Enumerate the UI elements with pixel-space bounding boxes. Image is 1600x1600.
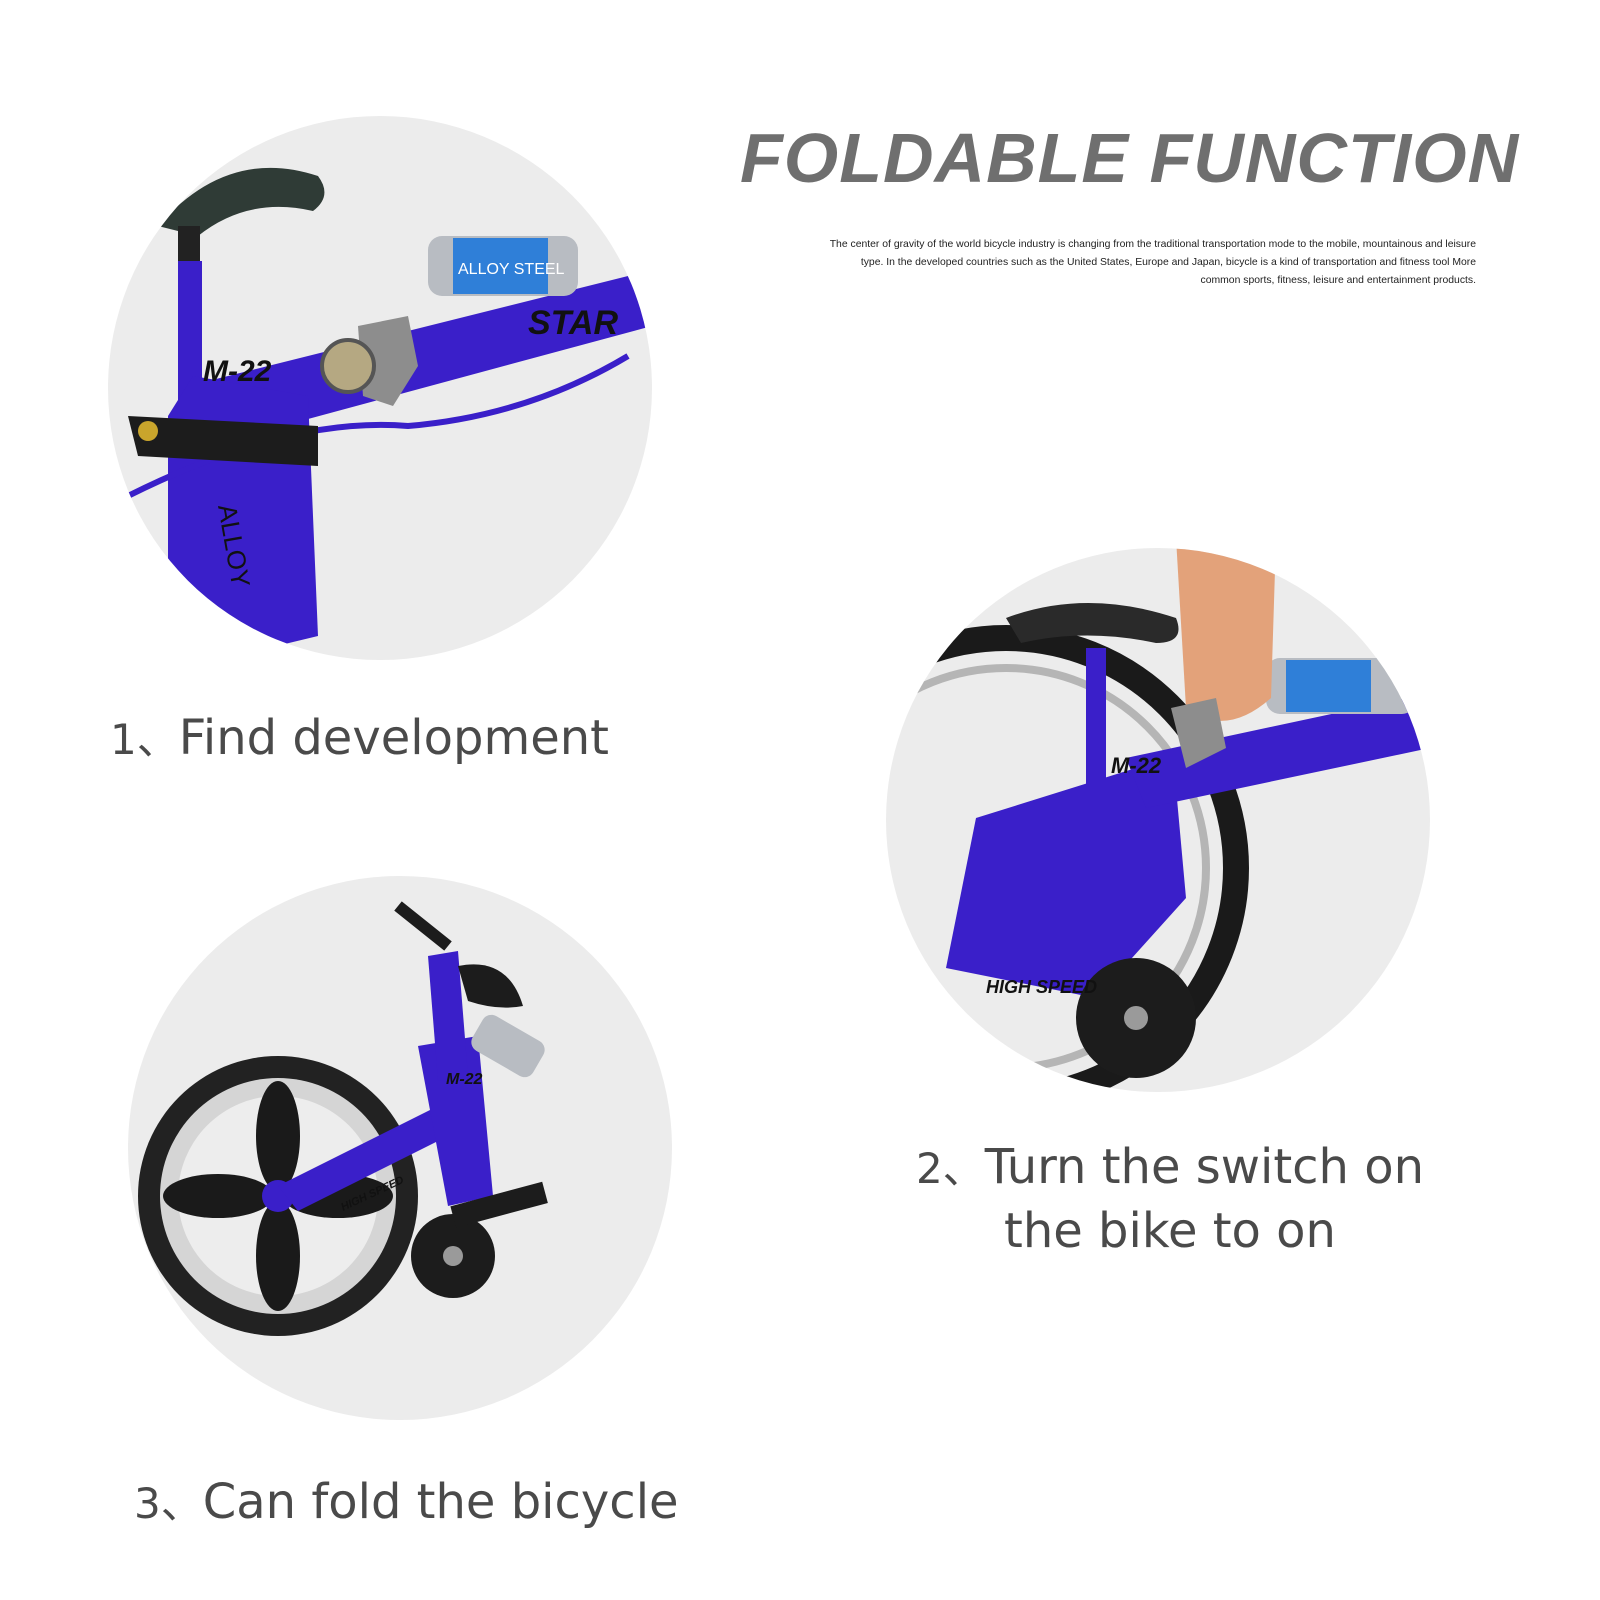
step-3: 3、Can fold the bicycle bbox=[134, 1470, 679, 1531]
step-1-text: Find development bbox=[178, 710, 609, 766]
rear-wheel-tire bbox=[886, 625, 1249, 1092]
step-1: 1、Find development bbox=[110, 706, 609, 767]
step-3-number: 3、 bbox=[134, 1479, 203, 1528]
step-2-text: Turn the switch on the bike to on bbox=[984, 1139, 1425, 1259]
photo-hinge-closeup: ALLOY STEEL M-22 STAR ALLOY bbox=[108, 116, 652, 660]
crank-arm bbox=[450, 1181, 548, 1228]
intro-paragraph: The center of gravity of the world bicyc… bbox=[829, 239, 1476, 286]
frame-model-text: M-22 bbox=[1111, 753, 1162, 778]
step-3-text: Can fold the bicycle bbox=[202, 1474, 679, 1530]
switch-press-illustration: HIGH SPEED M-22 bbox=[886, 548, 1430, 1092]
link-plate bbox=[128, 416, 318, 466]
wheel-spokes bbox=[163, 1081, 393, 1311]
saddle-shape bbox=[1006, 603, 1179, 643]
crank-label: HIGH SPEED bbox=[986, 977, 1097, 997]
handlebar bbox=[394, 901, 452, 951]
crank-bolt bbox=[1124, 1006, 1148, 1030]
hinge-closeup-illustration: ALLOY STEEL M-22 STAR ALLOY bbox=[126, 167, 652, 660]
step-2-number: 2、 bbox=[915, 1144, 985, 1193]
folded-bike-illustration: M-22 HIGH SPEED bbox=[138, 901, 548, 1336]
head-tube bbox=[428, 951, 468, 1081]
top-tube bbox=[1126, 698, 1430, 808]
bottle-label-band bbox=[1286, 660, 1371, 712]
bottle-label-band bbox=[453, 238, 548, 294]
photo-switch-press: HIGH SPEED M-22 bbox=[886, 548, 1430, 1092]
hinge-bolt bbox=[320, 338, 376, 394]
frame-body bbox=[946, 768, 1186, 998]
hinge-lever bbox=[358, 316, 418, 406]
frame-model-text: M-22 bbox=[203, 355, 272, 388]
brand-text: STAR bbox=[528, 304, 618, 342]
step-1-number: 1、 bbox=[110, 715, 179, 764]
saddle-shape bbox=[458, 964, 523, 1008]
photo-folded-bike: M-22 HIGH SPEED bbox=[128, 876, 672, 1420]
page-title: FOLDABLE FUNCTION bbox=[740, 119, 1520, 197]
chain-stay bbox=[278, 1096, 478, 1211]
step-2: 2、Turn the switch on the bike to on bbox=[870, 1136, 1470, 1262]
seat-tube bbox=[418, 1036, 493, 1206]
bottle-label: ALLOY STEEL bbox=[458, 261, 565, 278]
hinge-lever bbox=[1171, 698, 1226, 768]
saddle-shape bbox=[158, 167, 325, 236]
link-bolt bbox=[138, 421, 158, 441]
frame-model-text: M-22 bbox=[446, 1071, 483, 1088]
bottle-body bbox=[471, 1014, 545, 1078]
seatpost bbox=[1086, 648, 1106, 788]
seatpost-clamp bbox=[178, 226, 200, 266]
crank-bolt bbox=[443, 1246, 463, 1266]
finger bbox=[1176, 548, 1276, 721]
